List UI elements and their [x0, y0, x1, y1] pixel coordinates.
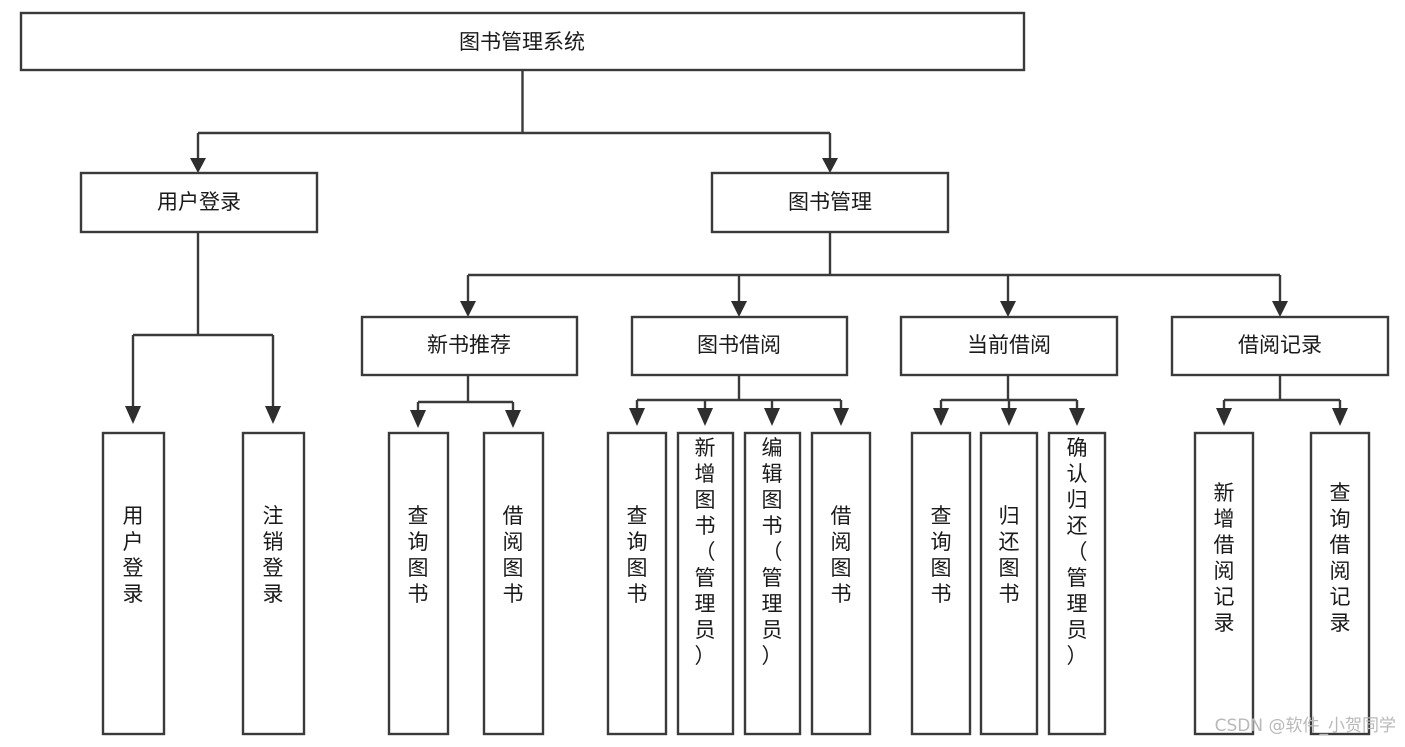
node-leaf-borrow-book-2-box[interactable] — [810, 431, 872, 736]
node-leaf-borrow-book-2-label: 借阅图书 — [831, 504, 852, 606]
node-leaf-borrow-book-2[interactable]: 借阅图书 — [810, 431, 872, 736]
node-leaf-query-book-2-box[interactable] — [606, 431, 668, 736]
node-book-borrow-label: 图书借阅 — [697, 333, 781, 357]
node-leaf-query-record-label: 查询借阅记录 — [1330, 481, 1351, 635]
arrow-head-leaf-logout-login — [265, 406, 281, 424]
node-book-borrow-box[interactable] — [630, 315, 849, 377]
node-new-book-recommend-box[interactable] — [360, 315, 579, 377]
arrow-head-leaf-borrow-book-1 — [505, 410, 521, 428]
node-leaf-query-book-3-label: 查询图书 — [931, 504, 952, 606]
node-leaf-query-book-1[interactable]: 查询图书 — [387, 431, 450, 736]
node-leaf-query-book-1-label: 查询图书 — [408, 504, 429, 606]
node-root[interactable]: 图书管理系统 — [19, 11, 1026, 72]
node-leaf-borrow-book-1-box[interactable] — [482, 431, 545, 736]
node-current-borrow-box[interactable] — [899, 315, 1119, 377]
arrow-head-book-borrow — [731, 301, 747, 317]
node-root-box[interactable] — [19, 11, 1026, 72]
node-user-login-box[interactable] — [79, 171, 319, 234]
node-leaf-confirm-return[interactable]: 确认归还（管理员） — [1047, 431, 1107, 736]
node-leaf-confirm-return-box[interactable] — [1047, 431, 1107, 736]
node-book-borrow[interactable]: 图书借阅 — [630, 315, 849, 377]
arrow-head-borrow-record — [1272, 301, 1288, 317]
node-borrow-record-box[interactable] — [1170, 315, 1390, 377]
arrow-head-user-login — [190, 158, 206, 173]
arrow-head-book-manage — [822, 158, 838, 173]
node-new-book-recommend-label: 新书推荐 — [427, 333, 511, 357]
node-new-book-recommend[interactable]: 新书推荐 — [360, 315, 579, 377]
node-book-manage[interactable]: 图书管理 — [710, 171, 950, 234]
node-current-borrow[interactable]: 当前借阅 — [899, 315, 1119, 377]
node-user-login-label: 用户登录 — [157, 190, 241, 214]
node-leaf-add-record-label: 新增借阅记录 — [1214, 481, 1235, 635]
arrow-head-leaf-query-book-2 — [629, 408, 645, 426]
node-leaf-return-book-label: 归还图书 — [999, 504, 1020, 606]
arrow-head-leaf-query-book-1 — [410, 410, 426, 428]
arrow-head-leaf-add-book — [697, 408, 713, 426]
node-leaf-query-book-3-box[interactable] — [910, 431, 972, 736]
node-leaf-edit-book[interactable]: 编辑图书（管理员） — [743, 431, 802, 736]
arrow-head-leaf-return-book — [1001, 408, 1017, 426]
node-root-label: 图书管理系统 — [459, 30, 585, 54]
node-leaf-logout-login[interactable]: 注销登录 — [241, 431, 306, 736]
node-leaf-user-login-box[interactable] — [101, 431, 166, 736]
node-book-manage-box[interactable] — [710, 171, 950, 234]
node-book-manage-label: 图书管理 — [788, 190, 872, 214]
node-leaf-query-book-3[interactable]: 查询图书 — [910, 431, 972, 736]
node-leaf-query-book-1-box[interactable] — [387, 431, 450, 736]
node-leaf-query-record-box[interactable] — [1309, 431, 1371, 736]
csdn-watermark: CSDN @软件_小贺同学 — [1215, 716, 1396, 736]
node-leaf-add-book[interactable]: 新增图书（管理员） — [676, 431, 735, 736]
arrow-head-leaf-query-record — [1332, 408, 1348, 426]
node-leaf-logout-login-label: 注销登录 — [263, 504, 284, 606]
node-leaf-user-login[interactable]: 用户登录 — [101, 431, 166, 736]
arrow-head-leaf-user-login — [125, 406, 141, 424]
node-leaf-logout-login-box[interactable] — [241, 431, 306, 736]
node-current-borrow-label: 当前借阅 — [967, 333, 1051, 357]
node-leaf-return-book[interactable]: 归还图书 — [979, 431, 1039, 736]
node-leaf-query-book-2[interactable]: 查询图书 — [606, 431, 668, 736]
node-borrow-record[interactable]: 借阅记录 — [1170, 315, 1390, 377]
node-leaf-add-record[interactable]: 新增借阅记录 — [1193, 431, 1255, 736]
node-leaf-edit-book-label: 编辑图书（管理员） — [762, 436, 783, 668]
node-leaf-add-record-box[interactable] — [1193, 431, 1255, 736]
node-leaf-borrow-book-1[interactable]: 借阅图书 — [482, 431, 545, 736]
node-leaf-confirm-return-label: 确认归还（管理员） — [1067, 436, 1088, 668]
arrow-head-new-book-recommend — [460, 301, 476, 317]
node-leaf-query-record[interactable]: 查询借阅记录 — [1309, 431, 1371, 736]
arrow-head-leaf-confirm-return — [1069, 408, 1085, 426]
arrow-head-leaf-borrow-book-2 — [833, 408, 849, 426]
node-user-login[interactable]: 用户登录 — [79, 171, 319, 234]
arrow-head-leaf-add-record — [1216, 408, 1232, 426]
arrow-head-current-borrow — [1000, 301, 1016, 317]
node-leaf-edit-book-box[interactable] — [743, 431, 802, 736]
arrow-head-leaf-edit-book — [764, 408, 780, 426]
node-leaf-borrow-book-1-label: 借阅图书 — [503, 504, 524, 606]
arrow-head-leaf-query-book-3 — [933, 408, 949, 426]
node-leaf-add-book-box[interactable] — [676, 431, 735, 736]
node-borrow-record-label: 借阅记录 — [1238, 333, 1322, 357]
node-leaf-add-book-label: 新增图书（管理员） — [695, 436, 716, 668]
node-leaf-user-login-label: 用户登录 — [123, 504, 144, 606]
node-leaf-return-book-box[interactable] — [979, 431, 1039, 736]
connector-layer — [125, 70, 1348, 428]
node-leaf-query-book-2-label: 查询图书 — [627, 504, 648, 606]
